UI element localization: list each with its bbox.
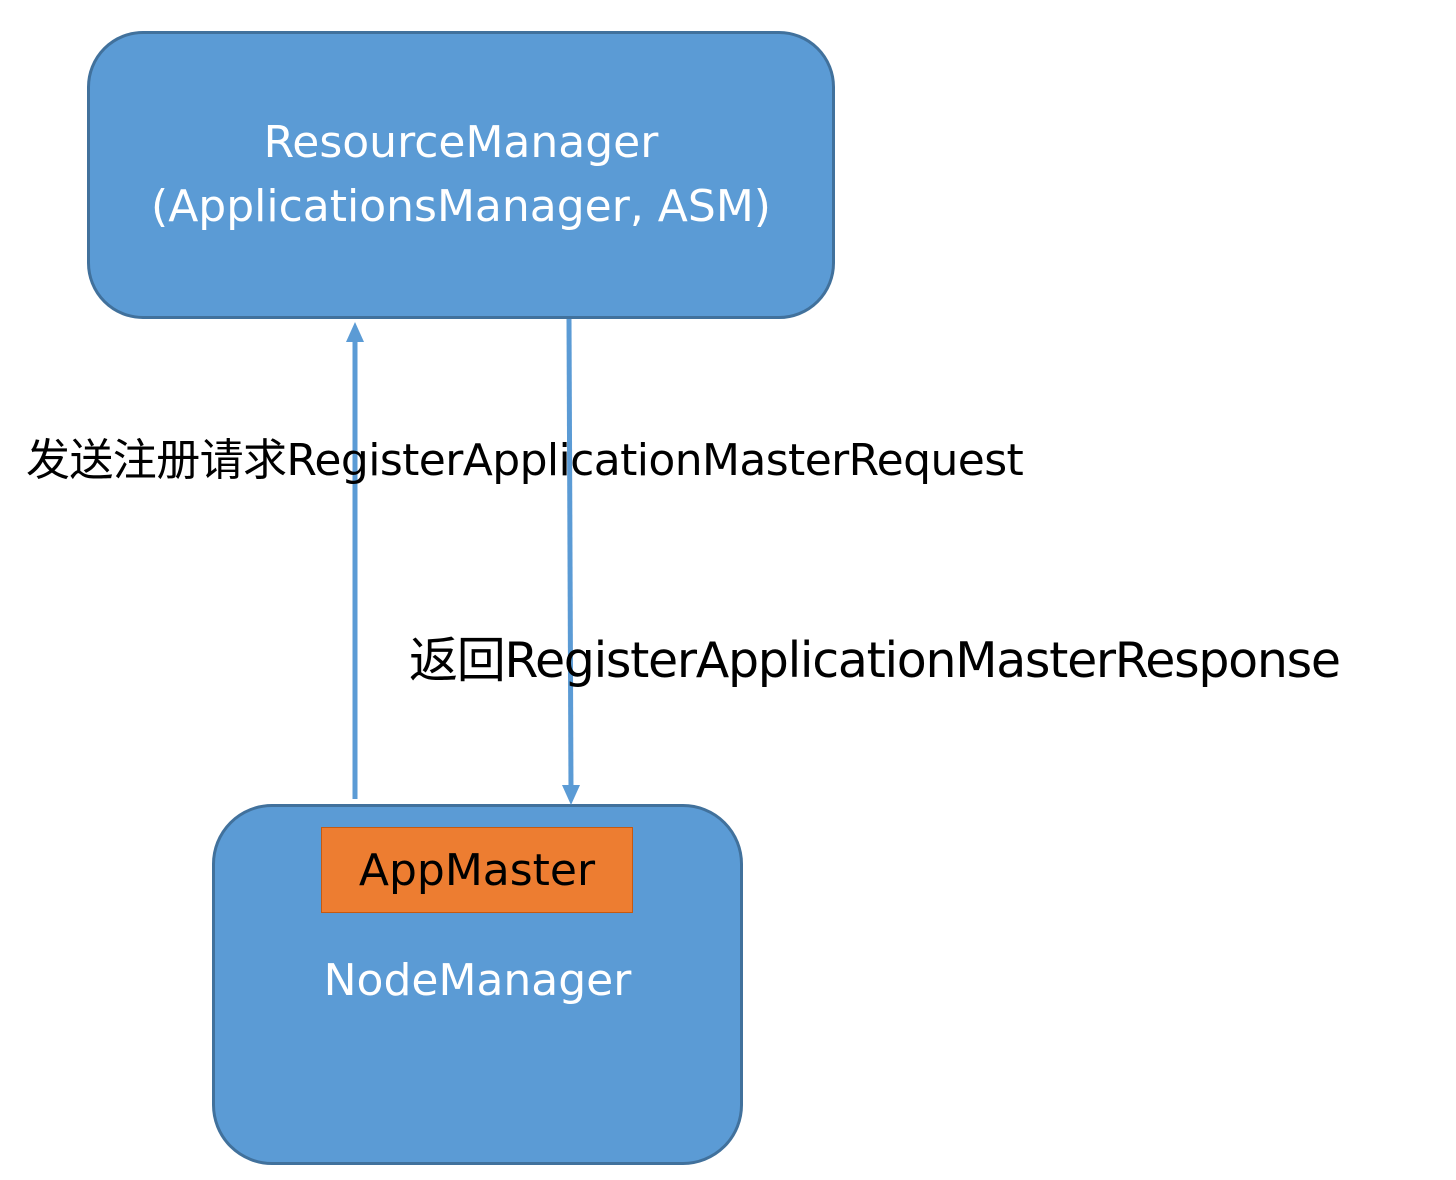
response-label: 返回RegisterApplicationMasterResponse <box>409 632 1341 689</box>
request-arrowhead <box>346 322 364 342</box>
app-master-box[interactable]: AppMaster <box>321 827 633 913</box>
response-arrowhead <box>562 785 580 805</box>
resource-manager-title: ResourceManager <box>263 117 659 168</box>
resource-manager-box[interactable]: ResourceManager (ApplicationsManager, AS… <box>87 31 835 319</box>
node-manager-label: NodeManager <box>323 955 632 1006</box>
resource-manager-subtitle: (ApplicationsManager, ASM) <box>151 181 771 232</box>
request-label: 发送注册请求RegisterApplicationMasterRequest <box>26 435 1024 486</box>
response-arrow <box>566 318 574 793</box>
